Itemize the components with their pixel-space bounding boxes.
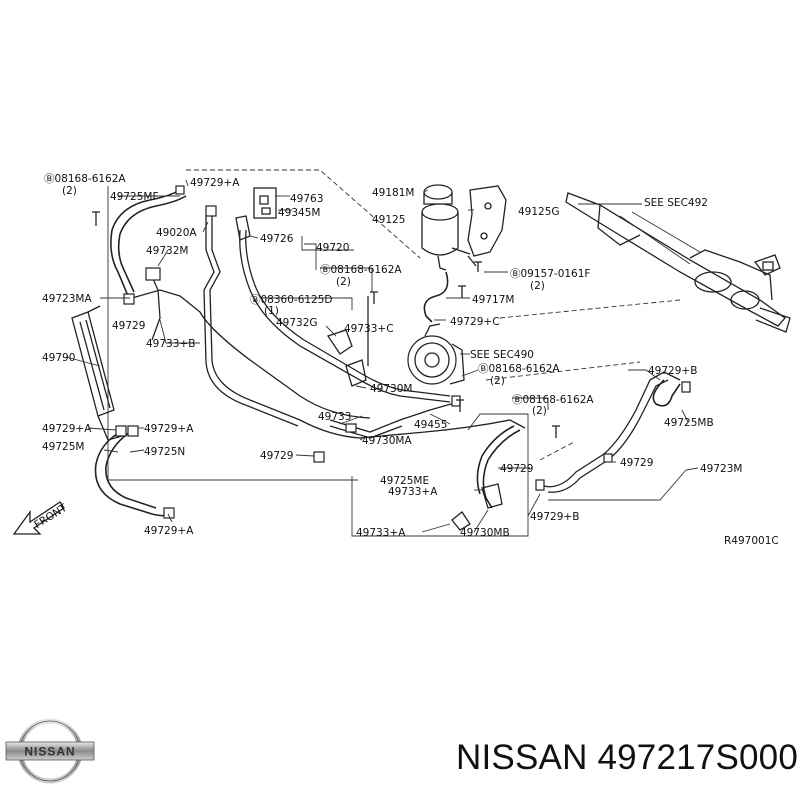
label-l33: 49729+B (648, 365, 697, 377)
label-l54: 49730MB (460, 527, 510, 539)
label-l41: 49725MB (664, 417, 714, 429)
fitting-49726 (235, 215, 251, 241)
nissan-logo: NISSAN (5, 718, 95, 784)
label-l31: (2) (490, 375, 505, 387)
label-l19: 49717M (472, 294, 514, 306)
label-l14: 49732M (146, 245, 188, 257)
label-l38: 49729+A (42, 423, 92, 435)
bolt-icons (92, 211, 560, 438)
reference-lines (186, 169, 681, 461)
label-l48: 49725ME (380, 475, 429, 487)
label-l43: 49725N (144, 446, 185, 458)
label-l17: Ⓑ09157-0161F (510, 268, 590, 280)
label-l6: 49345M (278, 207, 320, 219)
label-l34: Ⓑ08168-6162A (512, 394, 594, 406)
label-l42: 49725M (42, 441, 84, 453)
leader-lines (65, 179, 699, 537)
label-l50: FRONT (32, 502, 69, 531)
fitting-49020A (205, 205, 217, 217)
label-l1: Ⓑ08168-6162A (44, 173, 126, 185)
label-l27: 49733+B (146, 338, 195, 350)
label-l2: (2) (62, 185, 77, 197)
clamp-49729-left (123, 293, 135, 305)
steering-gear-rack (565, 192, 791, 333)
label-l21: Ⓑ08360-6125D (250, 294, 333, 306)
front-arrow-icon (12, 501, 65, 535)
label-l11: 49020A (156, 227, 197, 239)
tube-49723M (543, 371, 681, 488)
label-l35: (2) (532, 405, 547, 417)
label-l4: 49729+A (190, 177, 240, 189)
label-l49: 49733+A (388, 486, 438, 498)
label-l16: (2) (336, 276, 351, 288)
callout-labels: Ⓑ08168-6162A (2) 49725MF 49729+A 49763 4… (32, 173, 778, 547)
label-l39: 49729+A (144, 423, 194, 435)
power-steering-pump (407, 323, 465, 385)
label-l51: 49729+B (530, 511, 579, 523)
label-l40: 49730MA (362, 435, 412, 447)
part-number-caption: NISSAN 497217S000 (456, 738, 798, 777)
label-l13: 49720 (316, 242, 349, 254)
pressure-line (209, 213, 526, 439)
label-l24: 49732G (276, 317, 318, 329)
label-l9: 49125G (518, 206, 560, 218)
label-l53: 49733+A (356, 527, 406, 539)
label-l25: 49733+C (344, 323, 394, 335)
reservoir-tank (421, 184, 471, 271)
hose-49725MB (652, 379, 681, 407)
label-l20: 49723MA (42, 293, 92, 305)
clip-box (253, 187, 277, 219)
label-l26: 49729+C (450, 316, 500, 328)
label-l45: 49729 (500, 463, 533, 475)
suction-hose (423, 271, 449, 323)
label-l22: (1) (264, 305, 279, 317)
label-l8: 49125 (372, 214, 405, 226)
label-l44: 49729 (260, 450, 293, 462)
label-l5: 49763 (290, 193, 323, 205)
label-l36: 49733 (318, 411, 351, 423)
label-l23: 49729 (112, 320, 145, 332)
label-l52: 49729+A (144, 525, 194, 537)
return-hose-49725M (94, 431, 173, 517)
label-l30: Ⓑ08168-6162A (478, 363, 560, 375)
label-l37: 49455 (414, 419, 447, 431)
label-l46: 49729 (620, 457, 653, 469)
tube-49723MA (131, 289, 371, 419)
tube-49730MA (329, 401, 459, 433)
label-l15: Ⓑ08168-6162A (320, 264, 402, 276)
logo-wordmark: NISSAN (24, 745, 75, 759)
label-l7: 49181M (372, 187, 414, 199)
label-l12: 49726 (260, 233, 294, 245)
label-l28: 49790 (42, 352, 75, 364)
label-l32: 49730M (370, 383, 412, 395)
bracket-49732G (326, 329, 353, 355)
hose-49725ME (482, 429, 521, 509)
label-l10: SEE SEC492 (644, 197, 708, 209)
reservoir-bracket (467, 185, 507, 267)
clamp-49732M (145, 267, 161, 281)
label-l55: R497001C (724, 535, 779, 547)
label-l18: (2) (530, 280, 545, 292)
label-l3: 49725MF (110, 191, 159, 203)
label-l29: SEE SEC490 (470, 349, 534, 361)
label-l47: 49723M (700, 463, 742, 475)
high-pressure-hose (239, 229, 451, 403)
